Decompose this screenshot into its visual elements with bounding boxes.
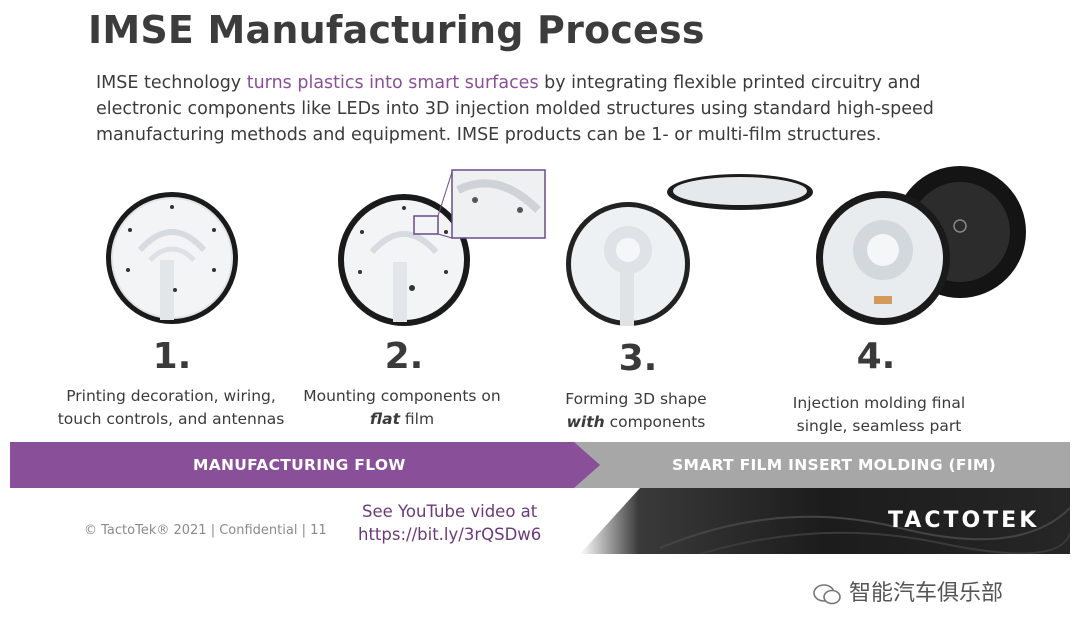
- manufacturing-flow-arrow: [10, 442, 600, 488]
- tactotek-logo: TACTOTEK: [888, 508, 1040, 533]
- page-title: IMSE Manufacturing Process: [88, 8, 705, 52]
- step4-number: 4.: [856, 336, 896, 377]
- step2-caption-line1: Mounting components on: [303, 387, 501, 405]
- step2-number: 2.: [384, 336, 424, 377]
- video-reference: See YouTube video at https://bit.ly/3rQS…: [358, 500, 541, 546]
- step2-caption-rest: film: [399, 410, 435, 428]
- process-illustrations: [106, 166, 1026, 326]
- intro-highlight: turns plastics into smart surfaces: [246, 73, 539, 93]
- manufacturing-flow-label: MANUFACTURING FLOW: [193, 456, 406, 474]
- step2-caption: Mounting components on flat film: [286, 385, 518, 431]
- intro-text-end: by integrating flexible printed circuitr…: [96, 73, 934, 145]
- step1-caption-line1: Printing decoration, wiring,: [66, 387, 276, 405]
- video-line1: See YouTube video at: [362, 502, 538, 521]
- flow-band: [10, 442, 1070, 488]
- step4-molded-image: [816, 166, 1026, 325]
- step3-number: 3.: [618, 338, 658, 379]
- step3-caption-rest: components: [604, 413, 706, 431]
- step4-caption-line1: Injection molding final: [792, 394, 966, 412]
- dark-texture-band: [580, 488, 1070, 554]
- step4-caption: Injection molding final single, seamless…: [772, 392, 986, 438]
- step1-number: 1.: [152, 336, 192, 377]
- step3-caption: Forming 3D shape with components: [544, 388, 728, 434]
- intro-text-start: IMSE technology: [96, 73, 247, 93]
- step1-caption-line2: touch controls, and antennas: [57, 410, 285, 428]
- step2-film-image: [338, 169, 546, 326]
- step3-caption-emphasis: with: [566, 413, 605, 431]
- step4-caption-line2: single, seamless part: [796, 417, 962, 435]
- step2-caption-emphasis: flat: [369, 410, 400, 428]
- step1-caption: Printing decoration, wiring, touch contr…: [40, 385, 302, 431]
- copyright-footer: © TactoTek® 2021 | Confidential | 11: [84, 523, 327, 538]
- video-link[interactable]: https://bit.ly/3rQSDw6: [358, 525, 542, 544]
- step3-caption-line1: Forming 3D shape: [565, 390, 707, 408]
- fim-band-shape: [570, 442, 1070, 488]
- fim-label: SMART FILM INSERT MOLDING (FIM): [672, 456, 996, 474]
- watermark: 智能汽车俱乐部: [812, 575, 1003, 607]
- wechat-icon: [812, 583, 842, 605]
- step1-film-image: [106, 192, 238, 324]
- intro-paragraph: IMSE technology turns plastics into smar…: [96, 70, 996, 148]
- step3-formed-image: [566, 174, 813, 326]
- watermark-text: 智能汽车俱乐部: [849, 581, 1004, 606]
